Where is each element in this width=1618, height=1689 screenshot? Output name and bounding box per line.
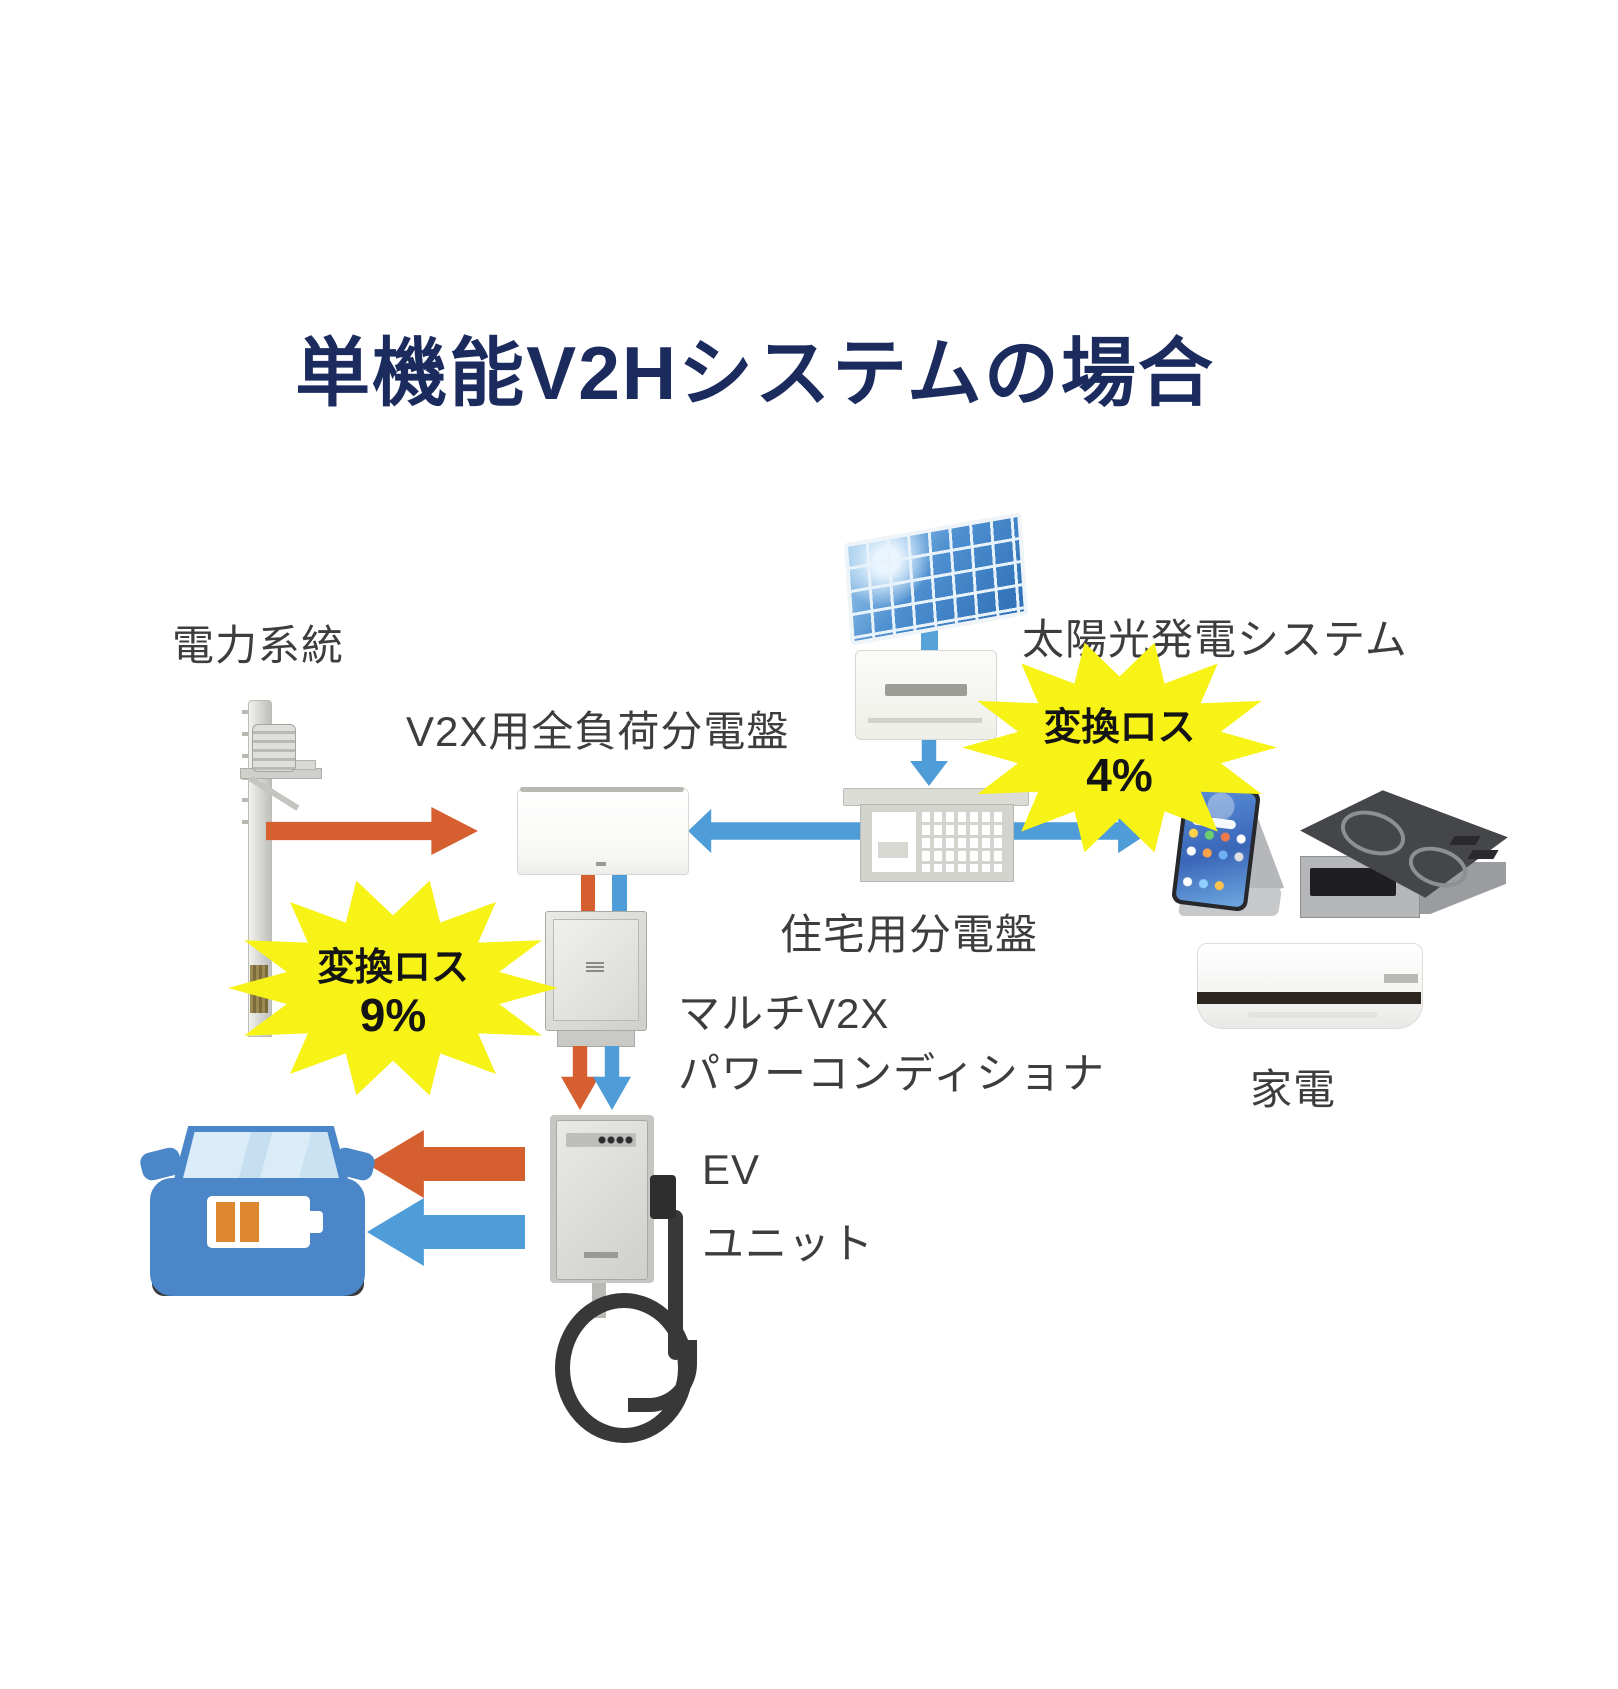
ev-unit-label-line1: EV xyxy=(702,1146,761,1193)
board-to-pcs-blue-bar xyxy=(612,871,627,915)
ih-cooktop-vent-1 xyxy=(1449,836,1481,845)
solar-conditioner-vent xyxy=(868,718,982,723)
solar-system-label: 太陽光発電システム xyxy=(1022,616,1408,663)
ev-to-car-blue-arrow xyxy=(367,1198,525,1266)
v2x-board-top-edge xyxy=(520,787,684,792)
grid-to-board-orange-arrow xyxy=(266,807,478,855)
ev-unit-label-line2: ユニット xyxy=(702,1220,875,1267)
home-board-label: 住宅用分電盤 xyxy=(780,911,1039,958)
solar-loss-value: 4% xyxy=(1086,748,1153,801)
car-battery-bar-2 xyxy=(240,1202,259,1242)
car-battery-terminal xyxy=(309,1211,323,1233)
v2x-board-label: V2X用全負荷分電盤 xyxy=(406,708,790,755)
v2x-board-icon xyxy=(517,787,689,875)
v2x-board-latch xyxy=(596,862,606,866)
power-grid-label: 電力系統 xyxy=(172,622,345,669)
ev-unit-indicator-dots xyxy=(598,1136,634,1144)
home-board-chip xyxy=(878,842,908,858)
ev-loss-value: 9% xyxy=(359,989,427,1042)
solar-panel-icon xyxy=(843,512,1029,646)
ev-unit-connector-holster xyxy=(650,1175,676,1219)
conditioner-label-line2: パワーコンディショナ xyxy=(678,1050,1106,1097)
ev-unit-nameplate xyxy=(584,1252,618,1258)
page-title: 単機能V2Hシステムの場合 xyxy=(295,331,1215,415)
air-conditioner-stripe xyxy=(1197,992,1421,1004)
ev-loss-callout: 変換ロス 9% xyxy=(228,880,558,1096)
air-conditioner-vent xyxy=(1248,1012,1378,1018)
home-board-breakers xyxy=(922,812,1004,872)
air-conditioner-display xyxy=(1384,974,1418,983)
solar-to-homeboard-blue-arrow xyxy=(910,738,948,786)
power-conditioner-bottom-tab xyxy=(557,1029,635,1047)
ev-unit-cable-coil xyxy=(555,1293,693,1443)
ev-to-car-orange-arrow xyxy=(367,1130,525,1198)
board-to-pcs-orange-bar xyxy=(581,871,595,915)
appliances-label: 家電 xyxy=(1250,1066,1337,1113)
car-battery-bar-1 xyxy=(216,1202,235,1242)
ih-cooktop-vent-2 xyxy=(1467,850,1499,859)
utility-pole-transformer xyxy=(252,724,296,772)
ev-loss-label: 変換ロス xyxy=(316,947,469,990)
conditioner-label-line1: マルチV2X xyxy=(678,990,890,1037)
solar-conditioner-slot xyxy=(885,684,967,696)
pcs-to-ev-orange-arrow xyxy=(561,1046,599,1110)
solar-loss-label: 変換ロス xyxy=(1043,706,1196,749)
power-conditioner-logo xyxy=(586,962,604,972)
pcs-to-ev-blue-arrow xyxy=(593,1046,631,1110)
